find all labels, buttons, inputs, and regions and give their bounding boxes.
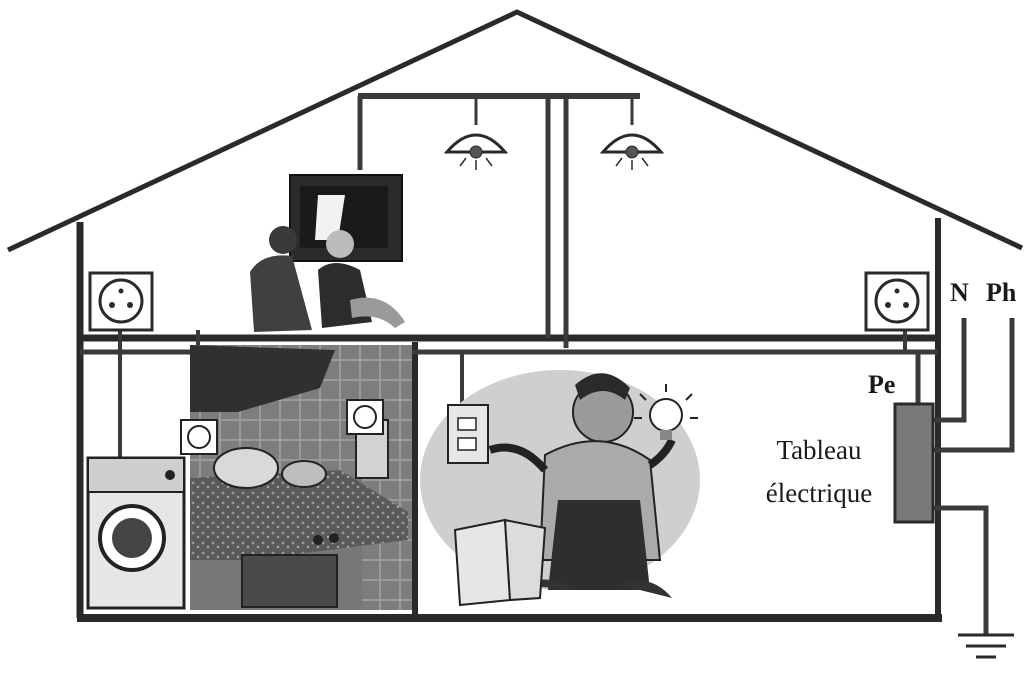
washing-machine — [88, 458, 184, 608]
power-socket-icon — [90, 273, 152, 330]
panel-label-line2: électrique — [752, 480, 886, 507]
neutral-label: N — [950, 280, 969, 306]
power-socket-icon — [347, 400, 383, 434]
earth-ground-icon — [958, 635, 1014, 657]
electrical-panel — [895, 404, 933, 522]
phase-label: Ph — [986, 280, 1016, 306]
earth-label: Pe — [868, 372, 895, 398]
ceiling-lamp-icon — [447, 135, 505, 170]
ceiling-lamp-icon — [603, 135, 661, 170]
power-socket-icon — [181, 420, 217, 454]
kitchen-scene — [190, 345, 412, 610]
roof — [8, 12, 1022, 250]
power-socket-icon — [866, 273, 928, 330]
panel-label-line1: Tableau — [752, 437, 886, 464]
